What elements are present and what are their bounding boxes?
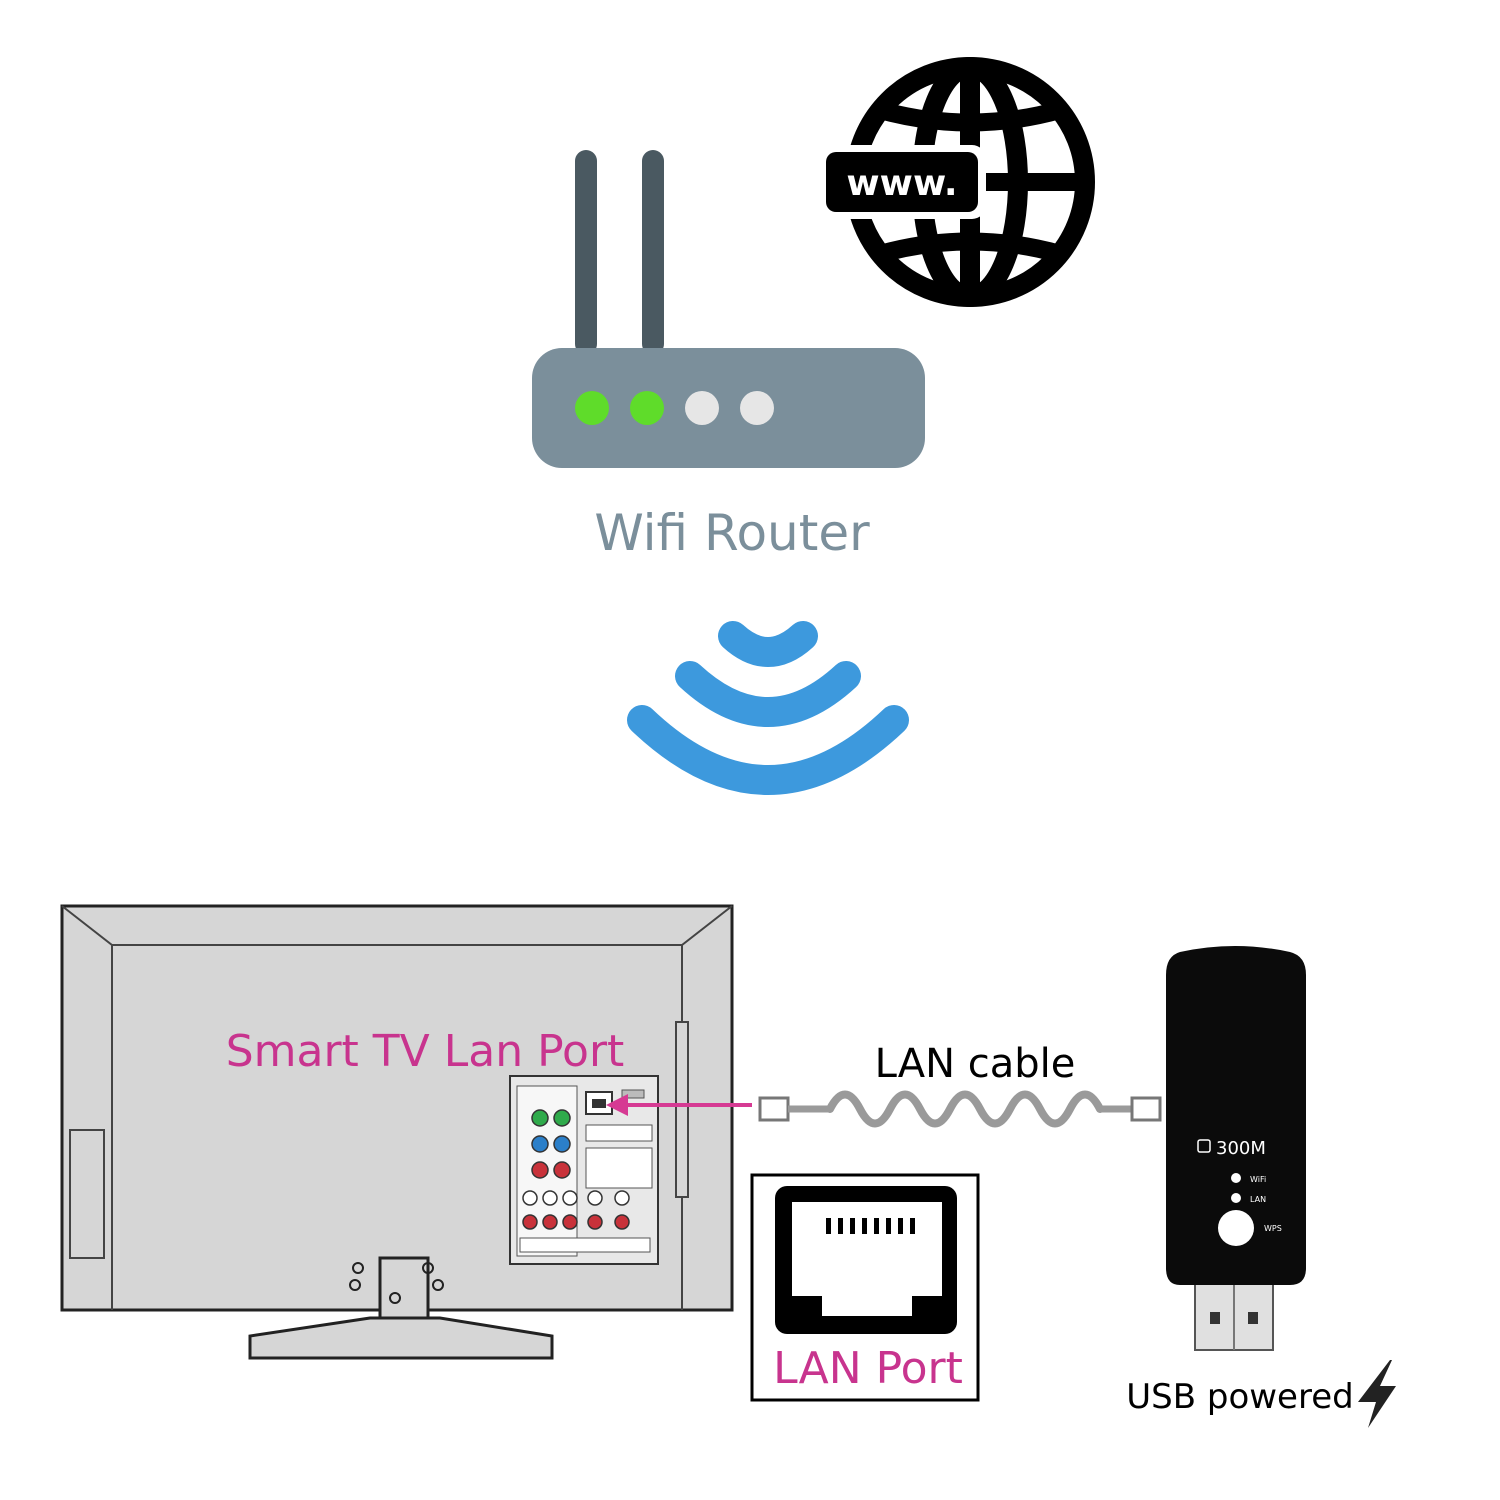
lan-port-label: LAN Port: [773, 1343, 963, 1394]
adapter-badge: 300M: [1216, 1138, 1266, 1159]
router-led-3: [685, 391, 719, 425]
lan-cable-label: LAN cable: [875, 1041, 1076, 1087]
lightning-bolt-icon: [1358, 1360, 1396, 1428]
globe-www-icon: www.: [818, 57, 1095, 307]
tv-lan-port-label: Smart TV Lan Port: [226, 1026, 625, 1077]
adapter-lan-led-label: LAN: [1250, 1195, 1266, 1204]
router-label: Wifi Router: [594, 504, 870, 562]
lan-cable-icon: [758, 1090, 1162, 1128]
usb-powered-label: USB powered: [1126, 1377, 1353, 1417]
router-body: [532, 348, 925, 468]
arrow-to-lan-socket: [606, 1094, 752, 1116]
lan-port-box: [750, 1173, 980, 1402]
usb-adapter-icon: 300M WiFi LAN WPS: [1166, 946, 1306, 1351]
tv-back-illustration: [60, 904, 734, 1360]
wifi-signal-icon: [627, 621, 909, 795]
adapter-wps-label: WPS: [1264, 1224, 1282, 1233]
router-icon: [532, 150, 925, 468]
adapter-wifi-led-label: WiFi: [1250, 1175, 1266, 1184]
wps-button: [1218, 1210, 1254, 1246]
router-antenna-left: [575, 150, 597, 355]
router-led-1: [575, 391, 609, 425]
www-text: www.: [846, 163, 957, 204]
router-led-2: [630, 391, 664, 425]
router-antenna-right: [642, 150, 664, 355]
router-led-4: [740, 391, 774, 425]
